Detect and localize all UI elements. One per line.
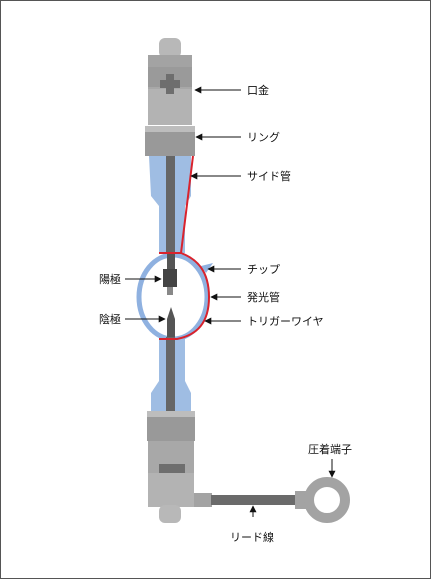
upper-cap [148, 38, 192, 125]
upper-ring [145, 126, 195, 156]
label-tip: チップ [247, 263, 280, 276]
lower-lead-rod [166, 337, 175, 413]
cathode-electrode [167, 307, 175, 341]
label-lead-wire: リード線 [230, 530, 274, 544]
cross-icon [160, 74, 180, 94]
leader-arrows [125, 86, 336, 517]
crimp-terminal-ring [304, 477, 350, 523]
label-side-tube: サイド管 [247, 169, 291, 183]
lower-ring [147, 411, 195, 441]
lead-wire [194, 491, 309, 509]
lower-cap [148, 441, 194, 523]
label-crimp-terminal: 圧着端子 [308, 442, 352, 456]
label-trigger-wire: トリガーワイヤ [247, 315, 324, 328]
trigger-wire [159, 155, 211, 340]
label-bulb: 発光管 [247, 290, 280, 304]
upper-lead-rod [166, 156, 175, 256]
anode-electrode [163, 253, 177, 295]
label-ring: リング [247, 130, 280, 144]
label-anode: 陽極 [99, 272, 121, 286]
label-cap: 口金 [247, 83, 269, 97]
label-cathode: 陰極 [99, 312, 121, 326]
